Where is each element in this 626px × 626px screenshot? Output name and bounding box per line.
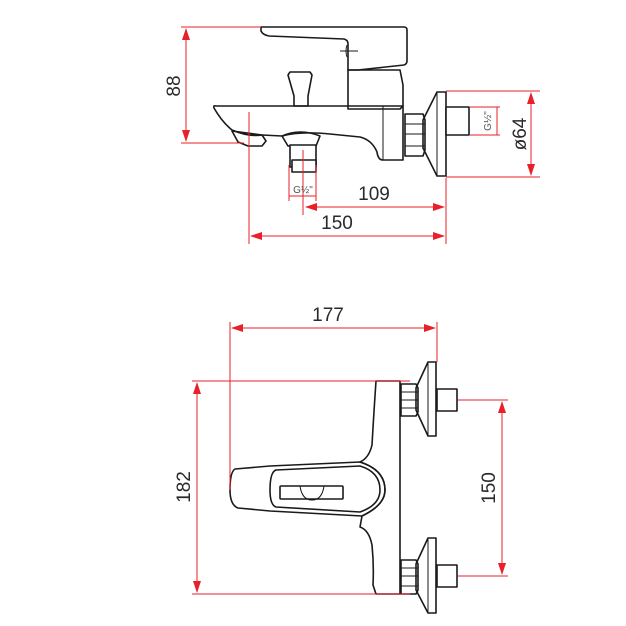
svg-text:177: 177: [312, 305, 344, 326]
svg-text:150: 150: [321, 213, 353, 234]
lower-inlet-connector: [436, 564, 458, 588]
dimension-height: 88: [164, 26, 261, 144]
svg-text:G½": G½": [293, 185, 313, 196]
dimension-flange-diameter: ø64: [446, 90, 540, 178]
top-view: 177 182 150: [174, 305, 508, 614]
svg-text:ø64: ø64: [510, 117, 531, 150]
upper-wall-flange: [415, 361, 437, 437]
dimension-projection: 177: [229, 305, 438, 490]
handle-top: [229, 461, 386, 517]
dimension-outlet-thread: G½": [288, 150, 317, 215]
dimension-body-length: 182: [174, 380, 410, 595]
inlet-connector: [445, 106, 470, 136]
lower-wall-flange: [415, 537, 437, 614]
svg-text:109: 109: [358, 184, 390, 205]
upper-inlet-connector: [436, 388, 458, 412]
aerator: [231, 130, 267, 147]
dimension-inlet-thread: G½": [470, 106, 500, 136]
svg-text:150: 150: [479, 472, 500, 504]
upper-nut: [400, 383, 419, 417]
handle-slot: [279, 485, 344, 500]
svg-text:88: 88: [164, 75, 185, 96]
bottom-outlet: [281, 131, 321, 147]
svg-text:182: 182: [174, 471, 195, 503]
wall-flange: [422, 91, 447, 177]
svg-text:G½": G½": [483, 111, 494, 131]
spout-body: [212, 104, 404, 161]
lever-handle: [260, 26, 408, 71]
connection-nut: [404, 113, 426, 157]
handle-inner: [269, 465, 381, 513]
dimension-wall-to-spout: 150: [248, 112, 445, 244]
dimension-wall-to-outlet: 109: [305, 178, 447, 244]
diverter-knob: [287, 71, 313, 107]
side-view: 88 G½" 109 150: [164, 26, 540, 244]
dimension-inlet-spacing: 150: [458, 399, 508, 577]
cartridge-body: [347, 69, 404, 110]
